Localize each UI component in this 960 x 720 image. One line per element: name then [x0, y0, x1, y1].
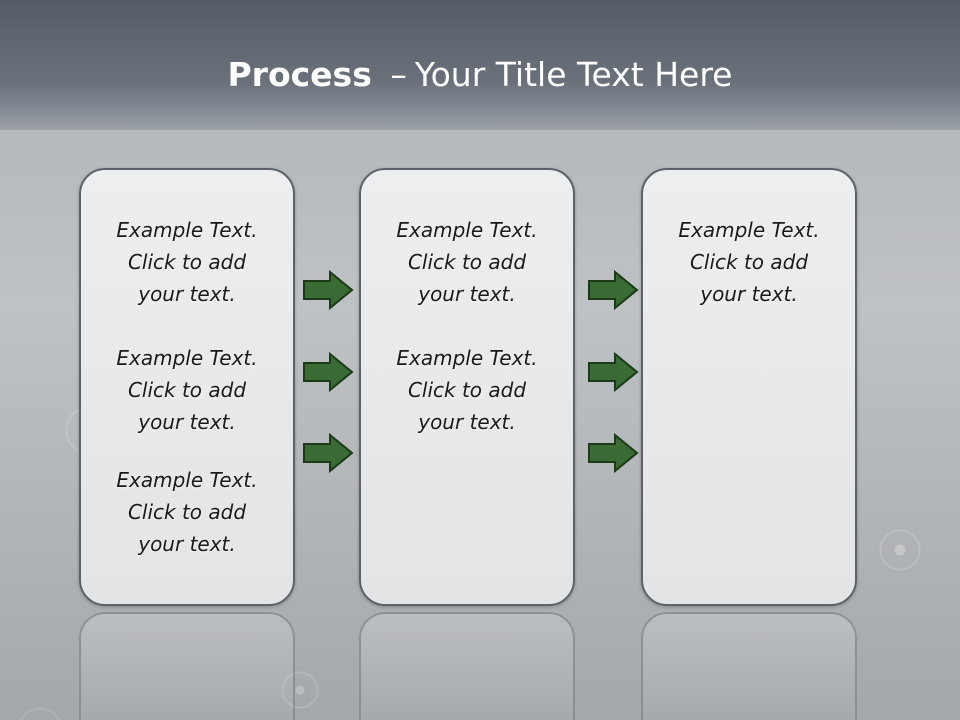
arrow-right-icon[interactable]: [302, 433, 354, 473]
text-line: Click to add: [407, 378, 527, 402]
text-line: your text.: [700, 282, 798, 306]
text-line: your text.: [418, 282, 516, 306]
process-box-2[interactable]: Example Text. Click to add your text. Ex…: [359, 168, 575, 606]
text-line: Example Text.: [396, 346, 538, 370]
text-line: Click to add: [689, 250, 809, 274]
header-band: [0, 0, 960, 150]
text-line: Example Text.: [116, 346, 258, 370]
text-line: your text.: [138, 410, 236, 434]
title-separator: –: [390, 55, 407, 94]
arrow-right-icon[interactable]: [587, 352, 639, 392]
text-line: Example Text.: [116, 218, 258, 242]
text-line: Click to add: [127, 500, 247, 524]
text-line: Click to add: [127, 378, 247, 402]
title-rest: Your Title Text Here: [414, 55, 733, 94]
box-reflection: [79, 612, 295, 720]
arrow-right-icon[interactable]: [587, 270, 639, 310]
arrow-right-icon[interactable]: [302, 270, 354, 310]
title-bold: Process: [227, 55, 372, 94]
text-placeholder[interactable]: Example Text. Click to add your text.: [361, 342, 573, 438]
text-line: Example Text.: [116, 468, 258, 492]
process-box-1[interactable]: Example Text. Click to add your text. Ex…: [79, 168, 295, 606]
slide-title[interactable]: Process –Your Title Text Here: [0, 52, 960, 98]
text-line: your text.: [138, 282, 236, 306]
text-placeholder[interactable]: Example Text. Click to add your text.: [81, 214, 293, 310]
text-placeholder[interactable]: Example Text. Click to add your text.: [361, 214, 573, 310]
text-line: Click to add: [407, 250, 527, 274]
text-line: Click to add: [127, 250, 247, 274]
text-line: your text.: [418, 410, 516, 434]
text-line: Example Text.: [396, 218, 538, 242]
arrow-right-icon[interactable]: [302, 352, 354, 392]
text-placeholder[interactable]: Example Text. Click to add your text.: [81, 464, 293, 560]
text-line: your text.: [138, 532, 236, 556]
text-placeholder[interactable]: Example Text. Click to add your text.: [643, 214, 855, 310]
box-reflection: [641, 612, 857, 720]
arrow-right-icon[interactable]: [587, 433, 639, 473]
box-reflection: [359, 612, 575, 720]
text-line: Example Text.: [678, 218, 820, 242]
text-placeholder[interactable]: Example Text. Click to add your text.: [81, 342, 293, 438]
process-box-3[interactable]: Example Text. Click to add your text.: [641, 168, 857, 606]
